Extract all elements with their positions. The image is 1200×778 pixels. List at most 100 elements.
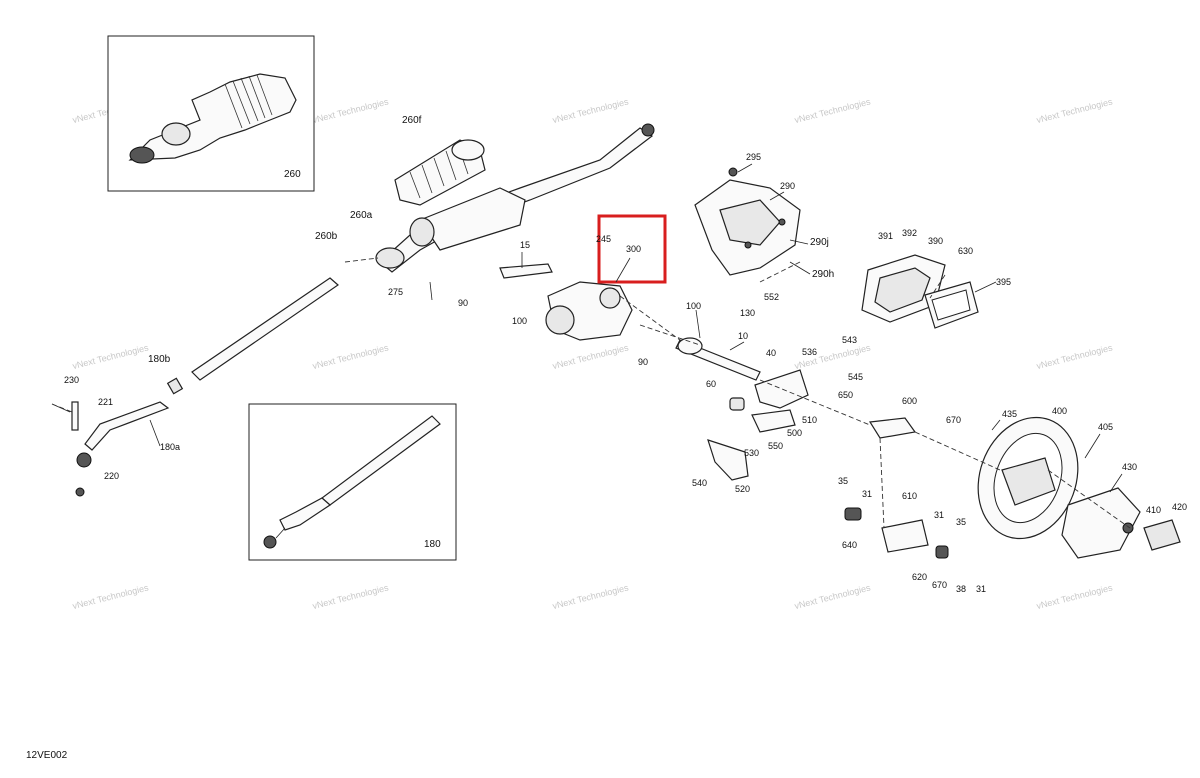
callout-180: 180 [424, 539, 441, 550]
bracket-290 [694, 167, 801, 276]
watermark: vNext Technologies [311, 582, 389, 611]
watermark-text: vNext Technologies [311, 582, 389, 611]
tilt-mechanism [707, 369, 917, 481]
callout-390: 390 [928, 236, 943, 246]
callout-520: 520 [735, 484, 750, 494]
callout-100-a: 100 [512, 316, 527, 326]
watermark-text: vNext Technologies [551, 342, 629, 371]
callout-260b: 260b [315, 231, 338, 242]
inset-180-illustration [263, 415, 441, 549]
callout-180b: 180b [148, 354, 171, 365]
callout-391: 391 [878, 231, 893, 241]
assembly-lines [51, 257, 1131, 529]
callout-540: 540 [692, 478, 707, 488]
diagram-code: 12VE002 [26, 750, 68, 761]
callout-543: 543 [842, 335, 857, 345]
callout-405: 405 [1098, 422, 1113, 432]
watermark: vNext Technologies [1035, 96, 1113, 125]
callout-260: 260 [284, 169, 301, 180]
callout-260f: 260f [402, 115, 422, 126]
watermark: vNext Technologies [1035, 342, 1113, 371]
watermark-text: vNext Technologies [1035, 342, 1113, 371]
watermark: vNext Technologies [551, 342, 629, 371]
watermark-text: vNext Technologies [1035, 96, 1113, 125]
callout-245: 245 [596, 234, 611, 244]
callout-530: 530 [744, 448, 759, 458]
tie-rod-180-main [51, 277, 339, 497]
watermark-text: vNext Technologies [793, 582, 871, 611]
callout-300: 300 [626, 244, 641, 254]
callout-640: 640 [842, 540, 857, 550]
watermark: vNext Technologies [551, 96, 629, 125]
watermark-text: vNext Technologies [71, 582, 149, 611]
callout-545: 545 [848, 372, 863, 382]
callout-220: 220 [104, 471, 119, 481]
watermark-text: vNext Technologies [551, 582, 629, 611]
switch-assembly-610 [844, 507, 949, 559]
callout-290: 290 [780, 181, 795, 191]
callout-100-b: 100 [686, 301, 701, 311]
callout-221: 221 [98, 397, 113, 407]
callout-labels: 260 260f 260a 260b 15 245 300 275 90 100… [64, 115, 1187, 594]
watermark-text: vNext Technologies [551, 96, 629, 125]
callout-620: 620 [912, 572, 927, 582]
callout-180a: 180a [160, 442, 180, 452]
callout-40: 40 [766, 348, 776, 358]
callout-610: 610 [902, 491, 917, 501]
callout-295: 295 [746, 152, 761, 162]
callout-15: 15 [520, 240, 530, 250]
callout-395: 395 [996, 277, 1011, 287]
callout-650: 650 [838, 390, 853, 400]
watermark: vNext Technologies [311, 342, 389, 371]
watermark-text: vNext Technologies [71, 342, 149, 371]
leader-lines [149, 163, 1123, 493]
watermark-text: vNext Technologies [1035, 582, 1113, 611]
watermark-text: vNext Technologies [793, 96, 871, 125]
callout-435: 435 [1002, 409, 1017, 419]
callout-90-b: 90 [638, 357, 648, 367]
callout-230: 230 [64, 375, 79, 385]
callout-400: 400 [1052, 406, 1067, 416]
callout-670-b: 670 [932, 580, 947, 590]
callout-420: 420 [1172, 502, 1187, 512]
highlight-box-300 [597, 214, 667, 284]
watermark: vNext Technologies [71, 342, 149, 371]
callout-260a: 260a [350, 210, 373, 221]
callout-536: 536 [802, 347, 817, 357]
callout-552: 552 [764, 292, 779, 302]
watermark: vNext Technologies [311, 96, 389, 125]
callout-60: 60 [706, 379, 716, 389]
callout-410: 410 [1146, 505, 1161, 515]
callout-510: 510 [802, 415, 817, 425]
watermark: vNext Technologies [71, 582, 149, 611]
callout-275: 275 [388, 287, 403, 297]
callout-31-c: 31 [976, 584, 986, 594]
callout-130: 130 [740, 308, 755, 318]
callout-90-a: 90 [458, 298, 468, 308]
callout-35-a: 35 [838, 476, 848, 486]
callout-10: 10 [738, 331, 748, 341]
display-housing-390 [861, 254, 979, 329]
callout-35-b: 35 [956, 517, 966, 527]
watermark-text: vNext Technologies [311, 342, 389, 371]
callout-670-a: 670 [946, 415, 961, 425]
steering-rack-assembly [375, 123, 655, 273]
callout-290h: 290h [812, 269, 834, 280]
callout-550: 550 [768, 441, 783, 451]
watermark: vNext Technologies [793, 582, 871, 611]
steering-shaft [499, 263, 761, 381]
watermark: vNext Technologies [793, 96, 871, 125]
watermark: vNext Technologies [1035, 582, 1113, 611]
eps-unit-300 [545, 281, 633, 341]
callout-500: 500 [787, 428, 802, 438]
callout-38: 38 [956, 584, 966, 594]
callout-630: 630 [958, 246, 973, 256]
callout-600: 600 [902, 396, 917, 406]
steering-wheel-400 [977, 416, 1181, 559]
callout-31-a: 31 [862, 489, 872, 499]
callout-430: 430 [1122, 462, 1137, 472]
watermark: vNext Technologies [551, 582, 629, 611]
watermark-text: vNext Technologies [311, 96, 389, 125]
inset-260-illustration [128, 73, 297, 164]
